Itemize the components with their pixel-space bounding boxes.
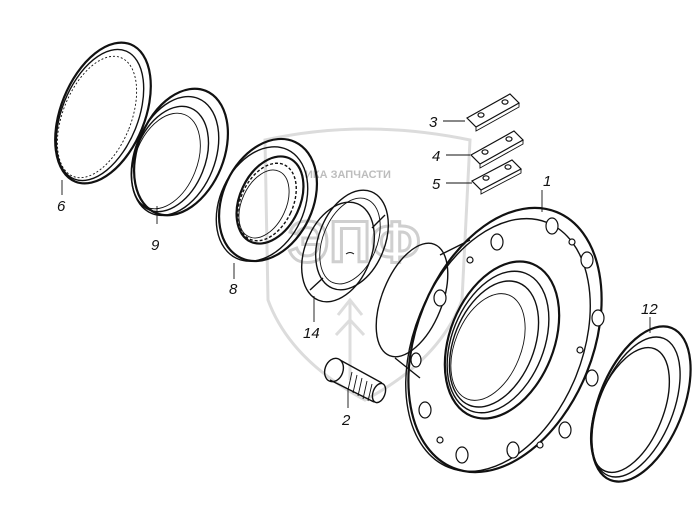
watermark-text: ИКА ЗАПЧАСТИ — [305, 169, 391, 181]
label-4: 4 — [432, 148, 440, 165]
label-9: 9 — [151, 237, 160, 254]
bearing-part-8 — [215, 137, 319, 263]
plate-part-3 — [466, 93, 520, 132]
plate-part-4 — [470, 130, 524, 169]
label-6: 6 — [57, 198, 66, 215]
watermark: ЭПФ ИКА ЗАПЧАСТИ — [263, 127, 472, 402]
cup-part-12 — [589, 325, 692, 483]
leader-lines — [61, 120, 651, 408]
part-labels: 1 2 3 4 5 6 8 9 12 14 — [57, 114, 658, 429]
label-14: 14 — [303, 325, 320, 342]
label-1: 1 — [543, 173, 551, 190]
label-12: 12 — [641, 301, 658, 318]
stud-part-2 — [323, 357, 387, 404]
race-part-14 — [301, 189, 389, 303]
ring-part-6 — [54, 41, 152, 185]
label-3: 3 — [429, 114, 438, 131]
label-2: 2 — [341, 412, 351, 429]
seal-part-9 — [130, 87, 230, 217]
hub-part-1 — [375, 206, 605, 474]
label-5: 5 — [432, 176, 441, 193]
label-8: 8 — [229, 281, 238, 298]
plate-part-5 — [470, 159, 523, 195]
